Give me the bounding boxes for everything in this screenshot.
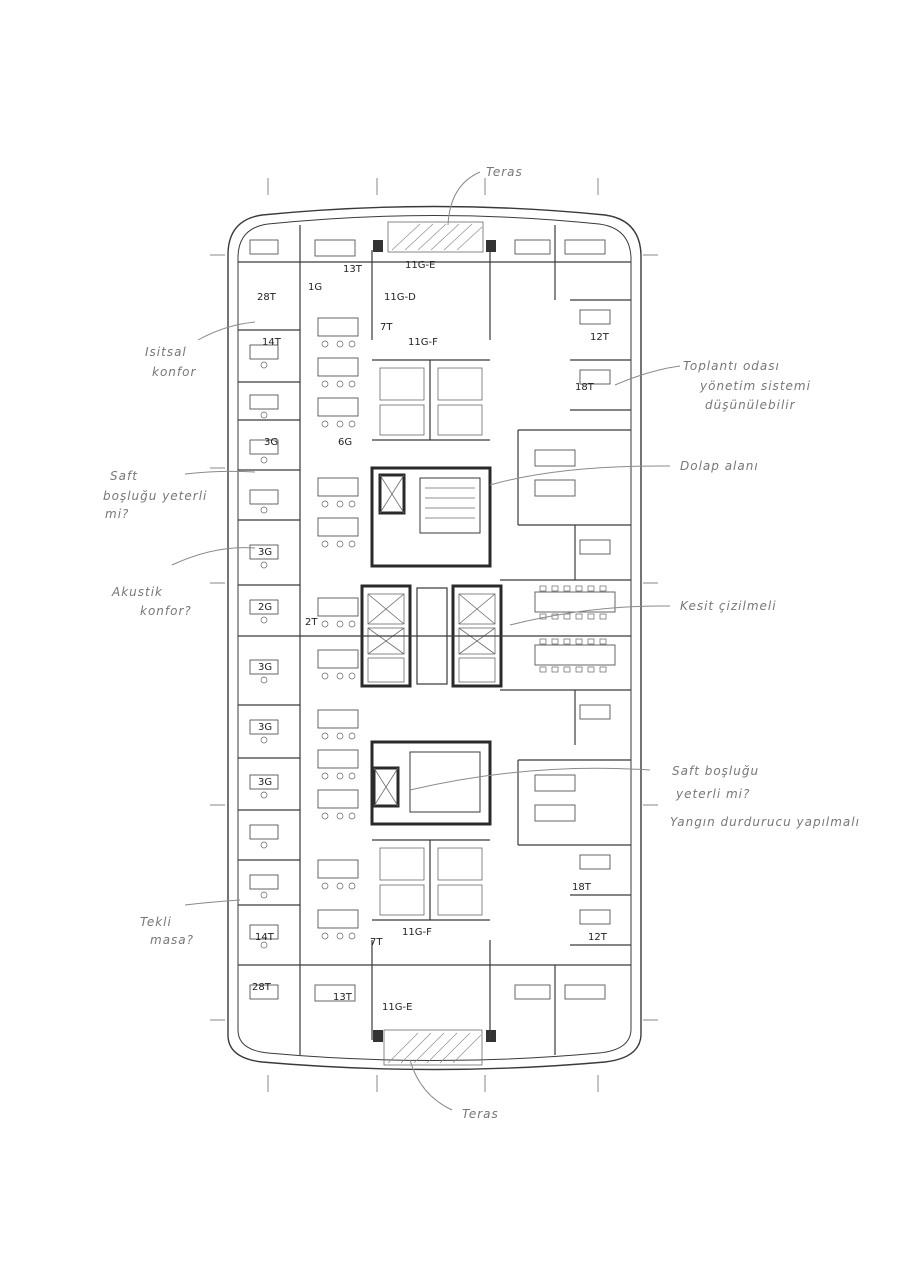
room-label: 18T xyxy=(575,382,595,393)
room-label: 12T xyxy=(590,332,610,343)
terrace-bottom xyxy=(383,1029,483,1066)
note-dolap: Dolap alanı xyxy=(680,459,759,473)
conference-tables xyxy=(534,585,616,673)
room-label: 3G xyxy=(258,547,272,558)
room-labels: 28T 1G 13T 11G-E 11G-D 7T 11G-F 14T 3G 6… xyxy=(252,260,610,1013)
building-outline xyxy=(227,205,642,1071)
room-label: 18T xyxy=(572,882,592,893)
room-label: 28T xyxy=(252,982,272,993)
room-label: 3G xyxy=(258,662,272,673)
note-saft-a-3: mi? xyxy=(105,507,129,521)
room-label: 12T xyxy=(588,932,608,943)
room-label: 11G-D xyxy=(384,292,416,303)
note-teras-top: Teras xyxy=(486,165,523,179)
note-akustik: Akustik xyxy=(111,585,163,599)
note-saft-a: Saft xyxy=(110,469,138,483)
note-saft-b-2: yeterli mi? xyxy=(675,787,750,801)
room-label: 11G-F xyxy=(408,337,438,348)
grid-ticks xyxy=(210,178,658,1092)
room-label: 3G xyxy=(258,722,272,733)
note-akustik-2: konfor? xyxy=(140,604,192,618)
note-saft-b: Saft boşluğu xyxy=(672,764,759,778)
note-isitsal-konfor: konfor xyxy=(152,365,196,379)
room-label: 3G xyxy=(258,777,272,788)
room-label: 2G xyxy=(258,602,272,613)
workstations-east xyxy=(514,239,611,1000)
note-tekli: Tekli xyxy=(140,915,172,929)
room-label: 13T xyxy=(333,992,353,1003)
note-saft-b-3: Yangın durdurucu yapılmalı xyxy=(670,815,860,829)
note-toplanti-2: yönetim sistemi xyxy=(699,379,811,393)
note-toplanti-3: düşünülebilir xyxy=(705,398,796,412)
note-teras-bottom: Teras xyxy=(462,1107,499,1121)
note-isitsal: Isitsal xyxy=(145,345,187,359)
interior-walls xyxy=(238,225,631,1055)
room-label: 11G-E xyxy=(382,1002,412,1013)
room-label: 1G xyxy=(308,282,322,293)
room-label: 11G-E xyxy=(405,260,435,271)
room-label: 6G xyxy=(338,437,352,448)
room-label: 14T xyxy=(255,932,275,943)
room-label: 7T xyxy=(380,322,393,333)
annotations: Teras Isitsal konfor Toplantı odası yöne… xyxy=(103,165,860,1121)
note-toplanti: Toplantı odası xyxy=(683,359,780,373)
service-rooms xyxy=(379,367,483,916)
columns xyxy=(373,240,496,1042)
room-label: 28T xyxy=(257,292,277,303)
room-label: 2T xyxy=(305,617,318,628)
room-label: 13T xyxy=(343,264,363,275)
central-core xyxy=(360,466,503,826)
room-label: 11G-F xyxy=(402,927,432,938)
room-label: 3G xyxy=(264,437,278,448)
room-label: 7T xyxy=(370,937,383,948)
terrace-top xyxy=(387,221,484,253)
note-tekli-2: masa? xyxy=(150,933,194,947)
note-kesit: Kesit çizilmeli xyxy=(680,599,777,613)
room-label: 14T xyxy=(262,337,282,348)
note-saft-a-2: boşluğu yeterli xyxy=(103,489,207,503)
workstations-west xyxy=(249,239,359,1002)
